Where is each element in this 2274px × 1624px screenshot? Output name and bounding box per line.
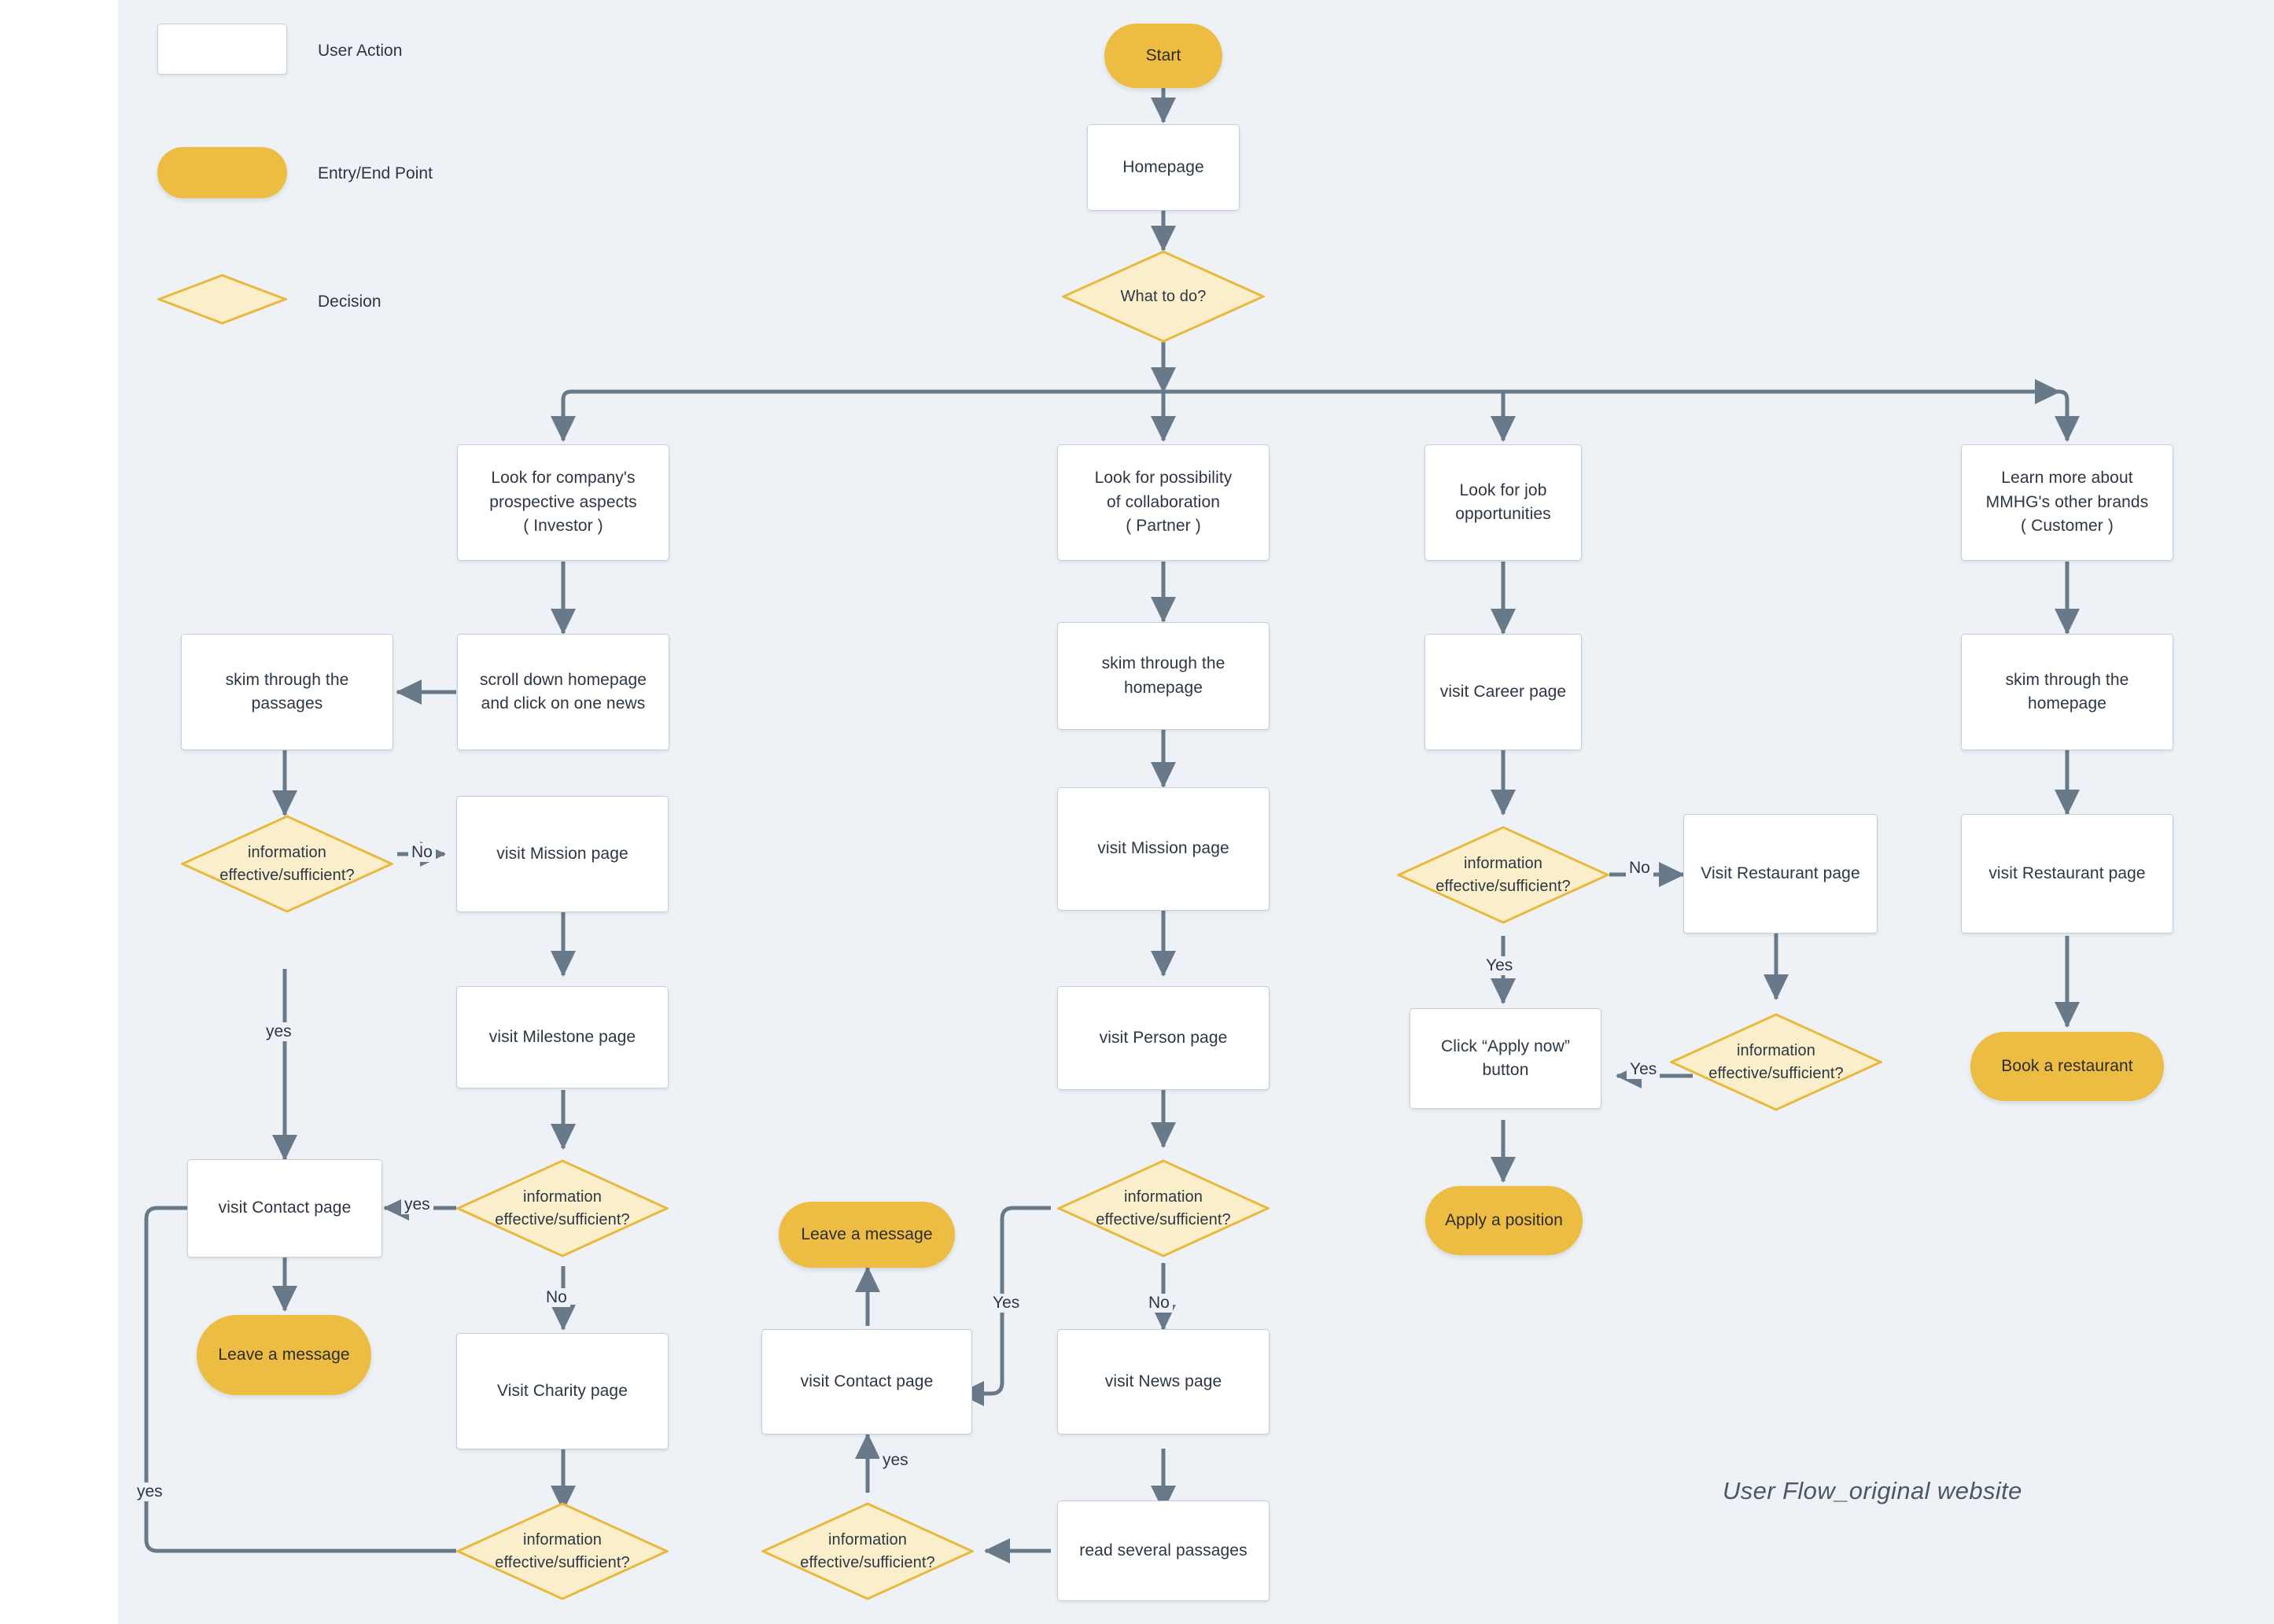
- node-investor-visit-milestone-label: visit Milestone page: [488, 1027, 636, 1046]
- node-what-to-do[interactable]: What to do?: [1062, 250, 1265, 343]
- node-job-apply-position-label: Apply a position: [1445, 1210, 1563, 1229]
- node-partner-visit-news-label: visit News page: [1104, 1372, 1222, 1390]
- node-partner-skim-homepage[interactable]: skim through the homepage: [1057, 622, 1270, 730]
- node-investor-decision-1-label: information effective/sufficient?: [219, 843, 355, 884]
- node-investor-decision-2-label: information effective/sufficient?: [495, 1188, 630, 1228]
- node-branch-job[interactable]: Look for job opportunities: [1424, 444, 1582, 561]
- node-job-click-apply-now[interactable]: Click “Apply now” button: [1410, 1008, 1601, 1109]
- legend-swatch-user-action: [157, 24, 287, 75]
- diamond-icon: [761, 1502, 974, 1600]
- node-job-decision-2-label: information effective/sufficient?: [1708, 1041, 1844, 1082]
- node-partner-visit-contact-label: visit Contact page: [800, 1372, 934, 1390]
- node-start-label: Start: [1145, 46, 1181, 64]
- node-customer-skim-homepage-label: skim through the homepage: [2005, 670, 2129, 713]
- node-partner-visit-contact[interactable]: visit Contact page: [761, 1329, 972, 1434]
- node-job-visit-career[interactable]: visit Career page: [1424, 634, 1582, 750]
- node-what-to-do-label: What to do?: [1120, 287, 1207, 305]
- node-investor-leave-message-label: Leave a message: [218, 1345, 350, 1364]
- diagram-caption: User Flow_original website: [1723, 1477, 2022, 1504]
- node-job-visit-career-label: visit Career page: [1439, 682, 1567, 701]
- node-homepage[interactable]: Homepage: [1087, 124, 1240, 211]
- node-customer-book-restaurant-label: Book a restaurant: [2001, 1056, 2133, 1075]
- node-investor-scroll-homepage-label: scroll down homepage and click on one ne…: [479, 670, 647, 713]
- diamond-icon: [181, 815, 393, 913]
- node-investor-skim-passages[interactable]: skim through the passages: [181, 634, 393, 750]
- diamond-icon: [456, 1159, 669, 1258]
- node-branch-job-label: Look for job opportunities: [1455, 481, 1551, 523]
- node-job-apply-position[interactable]: Apply a position: [1425, 1186, 1583, 1255]
- diamond-icon: [157, 274, 287, 325]
- edge-label-investor-dec1-yes: yes: [263, 1022, 295, 1041]
- node-investor-skim-passages-label: skim through the passages: [225, 670, 349, 713]
- node-branch-partner-label: Look for possibility of collaboration ( …: [1094, 469, 1233, 536]
- node-branch-customer-label: Learn more about MMHG's other brands ( C…: [1985, 469, 2149, 536]
- edge-label-job-dec1-yes: Yes: [1483, 956, 1517, 975]
- node-investor-decision-3-label: information effective/sufficient?: [495, 1530, 630, 1571]
- node-investor-visit-contact[interactable]: visit Contact page: [187, 1159, 382, 1258]
- node-homepage-label: Homepage: [1122, 157, 1204, 176]
- node-partner-visit-person[interactable]: visit Person page: [1057, 986, 1270, 1090]
- node-investor-decision-1[interactable]: information effective/sufficient?: [181, 815, 393, 913]
- node-branch-investor-label: Look for company's prospective aspects (…: [489, 469, 637, 536]
- node-job-click-apply-now-label: Click “Apply now” button: [1441, 1037, 1570, 1079]
- node-job-visit-restaurant[interactable]: Visit Restaurant page: [1683, 814, 1878, 934]
- node-job-decision-1-label: information effective/sufficient?: [1436, 854, 1571, 895]
- node-branch-customer[interactable]: Learn more about MMHG's other brands ( C…: [1961, 444, 2173, 561]
- node-job-visit-restaurant-label: Visit Restaurant page: [1701, 864, 1860, 882]
- node-investor-visit-milestone[interactable]: visit Milestone page: [456, 986, 669, 1088]
- edge-label-job-dec1-no: No: [1626, 859, 1653, 878]
- node-customer-book-restaurant[interactable]: Book a restaurant: [1970, 1032, 2164, 1101]
- node-branch-investor[interactable]: Look for company's prospective aspects (…: [457, 444, 669, 561]
- node-investor-visit-charity-label: Visit Charity page: [497, 1381, 628, 1400]
- diamond-icon: [456, 1502, 669, 1600]
- edge-label-investor-dec2-no: No: [543, 1288, 570, 1307]
- node-investor-visit-charity[interactable]: Visit Charity page: [456, 1333, 669, 1449]
- edge-label-partner-dec2-yes: yes: [879, 1451, 912, 1470]
- diamond-icon: [1057, 1159, 1270, 1258]
- node-partner-read-passages-label: read several passages: [1079, 1541, 1248, 1560]
- node-partner-visit-person-label: visit Person page: [1099, 1028, 1228, 1047]
- legend-label-user-action: User Action: [318, 42, 403, 60]
- node-customer-visit-restaurant[interactable]: visit Restaurant page: [1961, 814, 2173, 934]
- node-investor-scroll-homepage[interactable]: scroll down homepage and click on one ne…: [457, 634, 669, 750]
- edge-label-investor-dec3-yes: yes: [134, 1482, 166, 1501]
- node-partner-visit-news[interactable]: visit News page: [1057, 1329, 1270, 1434]
- node-customer-visit-restaurant-label: visit Restaurant page: [1988, 864, 2146, 882]
- legend-swatch-entry-end-point: [157, 147, 287, 198]
- node-partner-decision-1-label: information effective/sufficient?: [1096, 1188, 1231, 1228]
- node-customer-skim-homepage[interactable]: skim through the homepage: [1961, 634, 2173, 750]
- node-investor-decision-3[interactable]: information effective/sufficient?: [456, 1502, 669, 1600]
- node-partner-decision-2-label: information effective/sufficient?: [800, 1530, 935, 1571]
- edge-label-job-dec2-yes: Yes: [1627, 1060, 1660, 1079]
- node-partner-decision-1[interactable]: information effective/sufficient?: [1057, 1159, 1270, 1258]
- node-partner-visit-mission-label: visit Mission page: [1097, 839, 1229, 858]
- node-partner-decision-2[interactable]: information effective/sufficient?: [761, 1502, 974, 1600]
- node-job-decision-1[interactable]: information effective/sufficient?: [1397, 826, 1609, 924]
- legend-swatch-decision: [157, 274, 287, 325]
- node-investor-leave-message[interactable]: Leave a message: [197, 1315, 371, 1395]
- node-start[interactable]: Start: [1104, 24, 1222, 88]
- legend-label-decision: Decision: [318, 293, 381, 311]
- node-job-decision-2[interactable]: information effective/sufficient?: [1670, 1013, 1882, 1111]
- diamond-icon: [1670, 1013, 1882, 1111]
- edge-label-partner-dec1-yes: Yes: [990, 1294, 1023, 1313]
- edge-label-partner-dec1-no: No: [1145, 1294, 1173, 1313]
- edge-label-investor-dec2-yes: yes: [401, 1195, 433, 1214]
- node-partner-leave-message[interactable]: Leave a message: [779, 1202, 955, 1268]
- node-investor-visit-mission-label: visit Mission page: [496, 844, 628, 863]
- node-partner-leave-message-label: Leave a message: [801, 1224, 933, 1243]
- node-branch-partner[interactable]: Look for possibility of collaboration ( …: [1057, 444, 1270, 561]
- diamond-icon: [1397, 826, 1609, 924]
- node-investor-visit-contact-label: visit Contact page: [218, 1199, 352, 1217]
- node-investor-decision-2[interactable]: information effective/sufficient?: [456, 1159, 669, 1258]
- node-partner-skim-homepage-label: skim through the homepage: [1101, 654, 1225, 697]
- node-partner-visit-mission[interactable]: visit Mission page: [1057, 787, 1270, 911]
- diamond-icon: [1062, 250, 1265, 343]
- legend-label-entry-end-point: Entry/End Point: [318, 164, 433, 182]
- edge-label-investor-dec1-no: No: [408, 843, 436, 862]
- node-partner-read-passages[interactable]: read several passages: [1057, 1501, 1270, 1601]
- node-investor-visit-mission[interactable]: visit Mission page: [456, 796, 669, 912]
